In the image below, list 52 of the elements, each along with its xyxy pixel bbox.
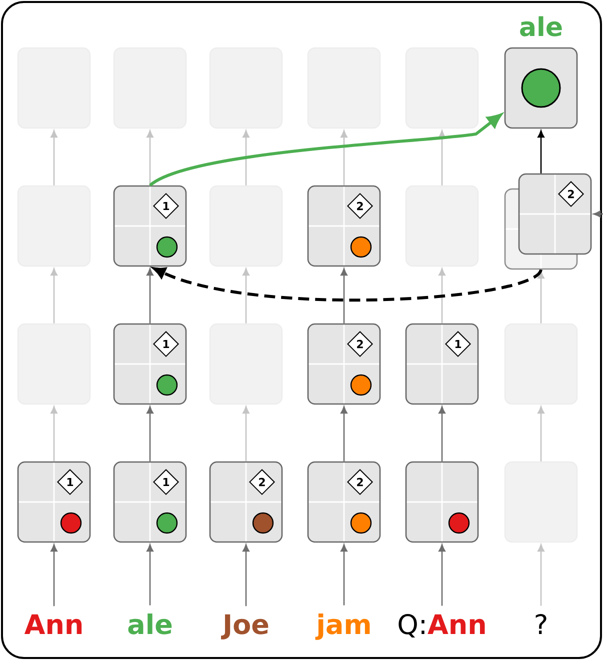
arrow xyxy=(242,406,250,462)
arrow xyxy=(538,406,544,462)
input-word: Q:Ann xyxy=(398,614,485,638)
arrow xyxy=(146,544,154,606)
faded-cell xyxy=(113,47,187,129)
memory-cell: 1 xyxy=(113,323,187,405)
arrow xyxy=(538,130,544,174)
arrow xyxy=(593,210,603,218)
faded-cell xyxy=(405,185,479,267)
arrow xyxy=(340,544,348,606)
arrow xyxy=(146,406,154,462)
arrow xyxy=(146,130,154,186)
arrow xyxy=(50,268,58,324)
node-label: ale xyxy=(520,16,562,36)
arrow xyxy=(340,130,348,186)
input-word: ? xyxy=(536,614,546,634)
input-word: ale xyxy=(128,614,172,634)
arrow xyxy=(438,130,446,186)
memory-cell: 1 xyxy=(113,461,187,543)
faded-cell xyxy=(17,47,91,129)
faded-cell xyxy=(307,47,381,129)
arrow xyxy=(242,130,250,186)
arrow xyxy=(538,544,544,606)
arrow xyxy=(50,544,58,606)
faded-cell xyxy=(209,323,283,405)
input-word: Joe xyxy=(221,614,268,640)
memory-cell: 2 xyxy=(209,461,283,543)
input-word: Ann xyxy=(24,614,82,634)
faded-cell xyxy=(209,47,283,129)
memory-cell: 1 xyxy=(17,461,91,543)
arrow xyxy=(149,114,502,187)
faded-cell xyxy=(209,185,283,267)
input-word: jam xyxy=(315,614,370,640)
memory-cell: 2 xyxy=(518,173,592,255)
arrow xyxy=(438,406,446,462)
memory-cell: 1 xyxy=(113,185,187,267)
arrow xyxy=(50,406,58,462)
arrow xyxy=(438,544,446,606)
arrow xyxy=(242,544,250,606)
arrow xyxy=(340,406,348,462)
memory-cell: 2 xyxy=(307,323,381,405)
faded-cell xyxy=(17,323,91,405)
memory-cell: 2 xyxy=(307,185,381,267)
faded-cell xyxy=(504,323,578,405)
arrow xyxy=(50,130,58,186)
memory-cell: 2 xyxy=(307,461,381,543)
memory-cell xyxy=(405,461,479,543)
faded-cell xyxy=(405,47,479,129)
faded-cell xyxy=(17,185,91,267)
arrow xyxy=(146,268,154,324)
memory-cell: 1 xyxy=(405,323,479,405)
faded-cell xyxy=(504,461,578,543)
